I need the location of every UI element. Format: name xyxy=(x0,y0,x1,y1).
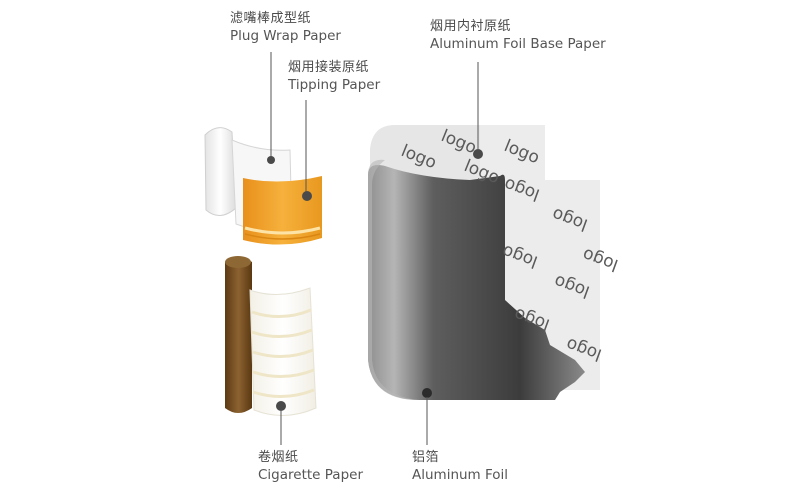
plug-wrap-label-en: Plug Wrap Paper xyxy=(230,27,341,44)
cigarette-paper-roll xyxy=(225,256,317,417)
tipping-paper-sheet xyxy=(243,176,322,245)
plug-wrap-label-cn: 滤嘴棒成型纸 xyxy=(230,11,312,26)
cigarette-label-en: Cigarette Paper xyxy=(258,466,363,483)
tipping-label-cn: 烟用接装原纸 xyxy=(288,60,370,75)
tipping-callout: 烟用接装原纸 Tipping Paper xyxy=(288,60,380,94)
base-paper-marker-dot xyxy=(473,149,483,159)
cigarette-callout: 卷烟纸 Cigarette Paper xyxy=(258,450,363,484)
cigarette-label-cn: 卷烟纸 xyxy=(258,450,299,465)
base-paper-callout: 烟用内衬原纸 Aluminum Foil Base Paper xyxy=(430,19,606,53)
tipping-label-en: Tipping Paper xyxy=(288,76,381,93)
foil-label-en: Aluminum Foil xyxy=(412,466,509,483)
base-paper-label-en: Aluminum Foil Base Paper xyxy=(430,35,606,52)
aluminum-foil-sheet xyxy=(368,159,585,400)
foil-label-cn: 铝箔 xyxy=(412,450,440,465)
plug-wrap-callout: 滤嘴棒成型纸 Plug Wrap Paper xyxy=(230,11,341,45)
plug-wrap-marker-dot xyxy=(267,156,275,164)
base-paper-label-cn: 烟用内衬原纸 xyxy=(430,19,512,34)
leader-lines xyxy=(270,52,479,445)
foil-callout: 铝箔 Aluminum Foil xyxy=(412,450,508,484)
